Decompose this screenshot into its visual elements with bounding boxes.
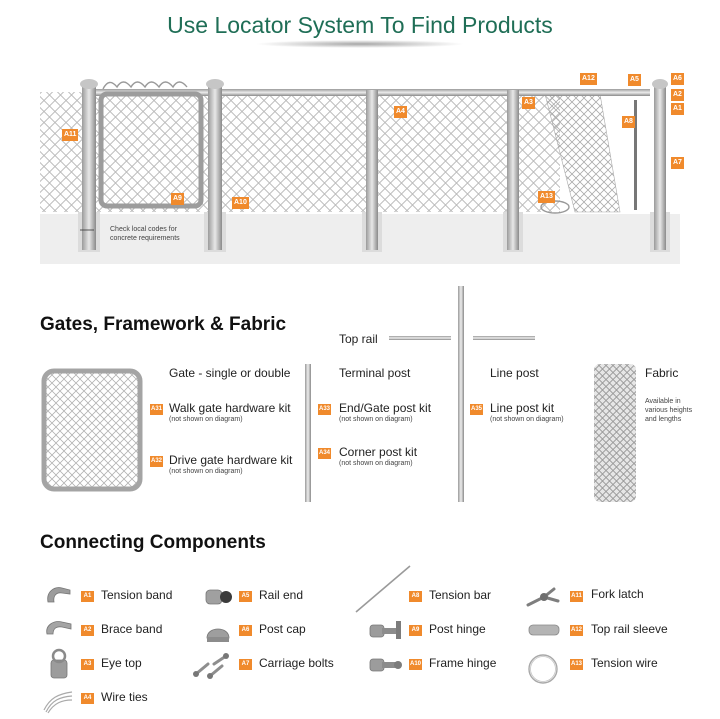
title-underline-shadow [255,40,465,48]
kit-badge-a35: A35 [470,404,483,415]
top-rail-illustration [389,336,535,340]
diagram-label-a1: A1 [671,103,684,115]
eye-top-icon [50,648,68,679]
diagram-label-a7: A7 [671,157,684,169]
carriage-bolts-icon [193,653,229,679]
rail-end-icon [205,589,232,605]
component-label-fork-latch: Fork latch [591,587,644,601]
fence-locator-diagram: A11 A12 A5 A6 A2 A1 A3 A4 A8 A7 A9 A10 A… [0,62,720,267]
component-label-tension-band: Tension band [101,588,173,602]
kit-label-corner-post: Corner post kit [339,445,418,459]
kit-badge-a32: A32 [150,456,163,467]
frame-hinge-icon [369,658,402,672]
kit-note-walk-gate: (not shown on diagram) [169,416,243,423]
diagram-label-a8: A8 [622,116,635,128]
terminal-post-illustration [305,364,311,502]
fabric-roll-illustration [594,364,636,502]
post-cap-icon [206,628,230,642]
diagram-label-a2: A2 [671,89,684,101]
kit-note-corner-post: (not shown on diagram) [339,460,413,467]
kit-label-line-post: Line post kit [490,401,555,415]
wire-ties-icon [43,691,73,714]
diagram-label-a4: A4 [394,106,407,118]
gate-illustration [41,368,143,492]
page-title: Use Locator System To Find Products [167,12,553,38]
component-label-carriage-bolts: Carriage bolts [259,656,334,670]
component-label-frame-hinge: Frame hinge [429,656,497,670]
diagram-label-a5: A5 [628,74,641,86]
fork-latch-icon [526,587,560,607]
component-badge-a5: A5 [239,591,252,602]
gates-framework-heading: Gates, Framework & Fabric [40,314,287,335]
diagram-label-a9: A9 [171,193,184,205]
component-badge-a11: A11 [570,591,583,602]
diagram-label-a13: A13 [538,191,555,203]
kit-badge-a33: A33 [318,404,331,415]
fabric-note-line1: Available in [645,398,681,405]
diagram-label-a3: A3 [522,97,535,109]
gate-label: Gate - single or double [169,366,291,380]
line-post-illustration [458,286,464,502]
component-label-tension-bar: Tension bar [429,588,492,602]
kit-badge-a31: A31 [150,404,163,415]
component-badge-a13: A13 [570,659,583,670]
component-label-eye-top: Eye top [101,656,142,670]
concrete-note-line2: concrete requirements [110,235,180,242]
component-badge-a12: A12 [570,625,583,636]
component-badge-a10: A10 [409,659,422,670]
kit-label-end-gate-post: End/Gate post kit [339,401,432,415]
component-badge-a7: A7 [239,659,252,670]
kit-note-end-gate-post: (not shown on diagram) [339,416,413,423]
component-badge-a4: A4 [81,693,94,704]
component-badge-a8: A8 [409,591,422,602]
concrete-note-line1: Check local codes for [110,226,177,233]
fabric-label: Fabric [645,366,679,380]
terminal-post-label: Terminal post [339,366,411,380]
kit-note-drive-gate: (not shown on diagram) [169,468,243,475]
component-label-tension-wire: Tension wire [591,656,658,670]
top-rail-sleeve-icon [528,624,560,636]
kit-label-drive-gate: Drive gate hardware kit [169,453,293,467]
tension-wire-icon [528,654,558,684]
component-badge-a3: A3 [81,659,94,670]
brace-band-icon [46,621,72,635]
kit-badge-a34: A34 [318,448,331,459]
line-post-label: Line post [490,366,539,380]
diagram-label-a11: A11 [62,129,79,141]
kit-label-walk-gate: Walk gate hardware kit [169,401,291,415]
tension-bar-icon [355,565,411,613]
component-label-wire-ties: Wire ties [101,690,148,704]
component-label-post-cap: Post cap [259,622,306,636]
component-label-rail-end: Rail end [259,588,304,602]
diagram-label-a10: A10 [232,197,249,209]
top-rail-label: Top rail [339,332,378,346]
tension-band-icon [47,587,71,603]
component-badge-a1: A1 [81,591,94,602]
component-label-brace-band: Brace band [101,622,163,636]
post-hinge-icon [369,621,401,639]
component-label-post-hinge: Post hinge [429,622,486,636]
fence-illustration [40,79,680,264]
component-badge-a9: A9 [409,625,422,636]
fabric-note-line3: and lengths [645,416,682,423]
component-badge-a6: A6 [239,625,252,636]
fabric-note-line2: various heights [645,407,693,414]
diagram-label-a6: A6 [671,73,684,85]
component-label-top-rail-sleeve: Top rail sleeve [591,622,668,636]
connecting-components-heading: Connecting Components [40,532,266,553]
diagram-label-a12: A12 [580,73,597,85]
component-badge-a2: A2 [81,625,94,636]
kit-note-line-post: (not shown on diagram) [490,416,564,423]
